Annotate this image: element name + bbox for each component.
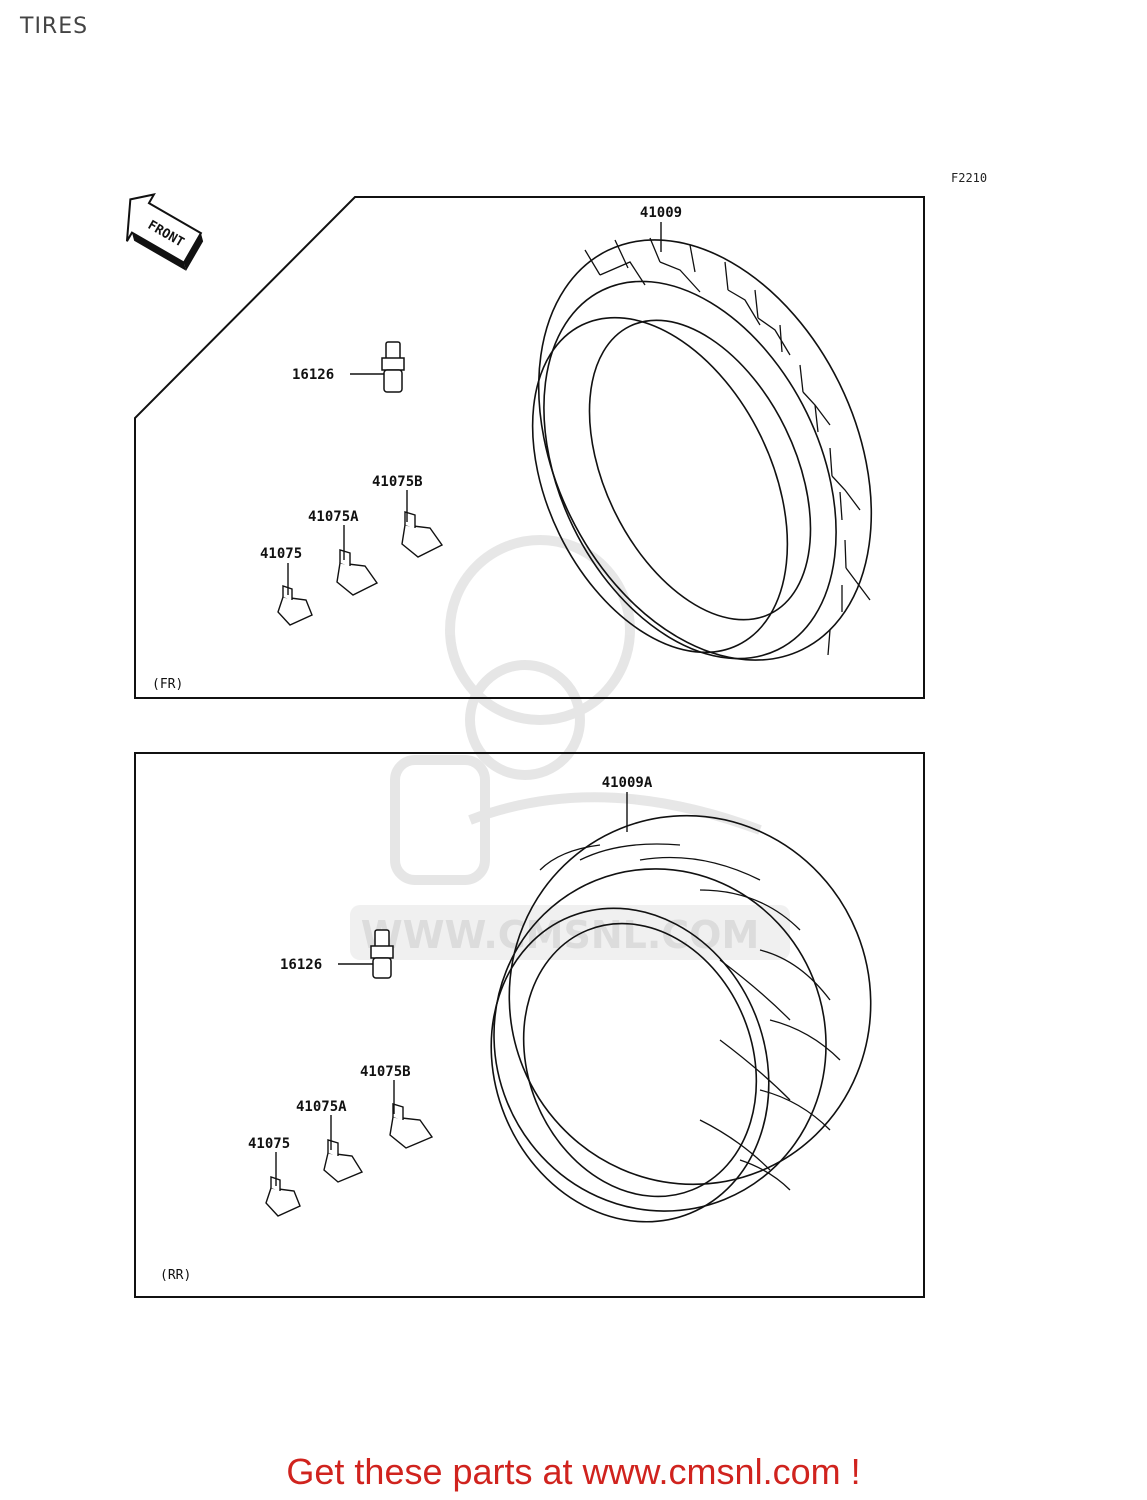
rear-tire-part-number: 41009A xyxy=(602,775,653,791)
front-tire-part-number: 41009 xyxy=(640,205,682,221)
front-tire-drawing xyxy=(531,237,873,661)
front-weight xyxy=(277,585,313,626)
rear-weight xyxy=(265,1176,301,1217)
front-weight-a xyxy=(336,549,379,596)
front-weight-b-part-number: 41075B xyxy=(372,474,423,490)
rear-panel-label: (RR) xyxy=(160,1268,191,1283)
rear-weight-part-number: 41075 xyxy=(248,1136,290,1152)
watermark-logo xyxy=(350,535,790,960)
rear-weight-b xyxy=(389,1103,434,1149)
rear-tire-drawing xyxy=(490,814,872,1223)
front-weight-b xyxy=(401,511,444,558)
rear-weight-b-part-number: 41075B xyxy=(360,1064,411,1080)
front-panel-label: (FR) xyxy=(152,677,183,692)
rear-weight-a-part-number: 41075A xyxy=(296,1099,347,1115)
rear-panel-frame xyxy=(134,752,925,1298)
page-title: TIRES xyxy=(20,14,89,39)
figure-code: F2210 xyxy=(951,171,988,185)
footer-link[interactable]: Get these parts at www.cmsnl.com ! xyxy=(286,1451,861,1492)
rear-weight-a xyxy=(323,1139,364,1183)
front-panel-frame xyxy=(134,196,925,699)
front-weight-part-number: 41075 xyxy=(260,546,302,562)
rear-valve-stem xyxy=(370,929,394,979)
front-direction-marker: FRONT xyxy=(125,193,204,271)
front-valve-stem xyxy=(381,341,405,393)
watermark-text: WWW.CMSNL.COM xyxy=(361,913,760,957)
rear-valve-part-number: 16126 xyxy=(280,957,322,973)
front-weight-a-part-number: 41075A xyxy=(308,509,359,525)
front-valve-part-number: 16126 xyxy=(292,367,334,383)
